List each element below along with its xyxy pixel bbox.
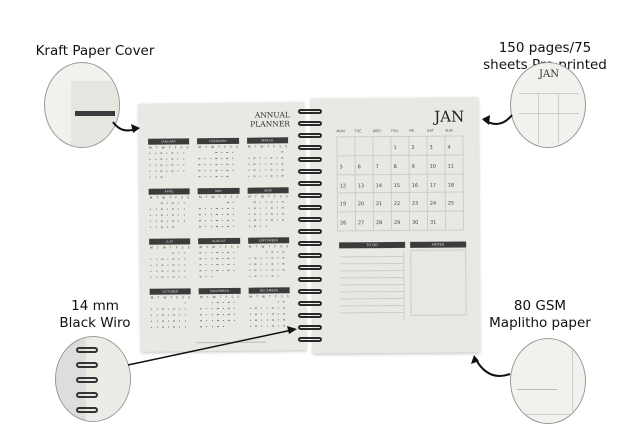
wire-loop	[298, 121, 322, 126]
wiro-arrow	[127, 329, 293, 366]
wire-loop	[298, 193, 322, 198]
wiro-line1: 14 mm	[71, 298, 119, 314]
callout-cover-label: Kraft Paper Cover	[35, 43, 155, 59]
wire-loop	[298, 301, 322, 306]
wire-loop	[298, 217, 322, 222]
wire-loop	[298, 337, 322, 342]
paper-line1: 80 GSM	[513, 298, 567, 314]
zoom-month-title: JAN	[539, 69, 559, 80]
paper-line2: Maplitho paper	[489, 315, 591, 331]
wire-loop	[298, 313, 322, 318]
wire-loop	[298, 133, 322, 138]
wire-loop	[298, 169, 322, 174]
wire-binding	[298, 103, 324, 349]
arrowhead	[471, 355, 479, 364]
wire-loop	[298, 157, 322, 162]
wire-loop	[298, 277, 322, 282]
pages-line1: 150 pages/75	[498, 40, 592, 56]
wire-loop	[298, 205, 322, 210]
wire-loop	[298, 109, 322, 114]
wire-loop	[298, 145, 322, 150]
arrowhead	[482, 115, 490, 125]
arrowhead	[287, 326, 297, 334]
wire-loop	[298, 289, 322, 294]
wire-loop	[298, 325, 322, 330]
paper-arrow	[474, 357, 511, 377]
cover-zoom-circle	[44, 62, 120, 148]
wiro-zoom-circle	[55, 336, 131, 422]
wire-loop	[298, 181, 322, 186]
wiro-line2: Black Wiro	[59, 315, 131, 331]
wire-loop	[298, 241, 322, 246]
wire-loop	[298, 229, 322, 234]
wire-loop	[298, 253, 322, 258]
paper-zoom-circle	[510, 338, 586, 424]
wire-loop	[298, 265, 322, 270]
pages-zoom-circle: JAN	[510, 62, 586, 148]
arrowhead	[131, 124, 140, 133]
